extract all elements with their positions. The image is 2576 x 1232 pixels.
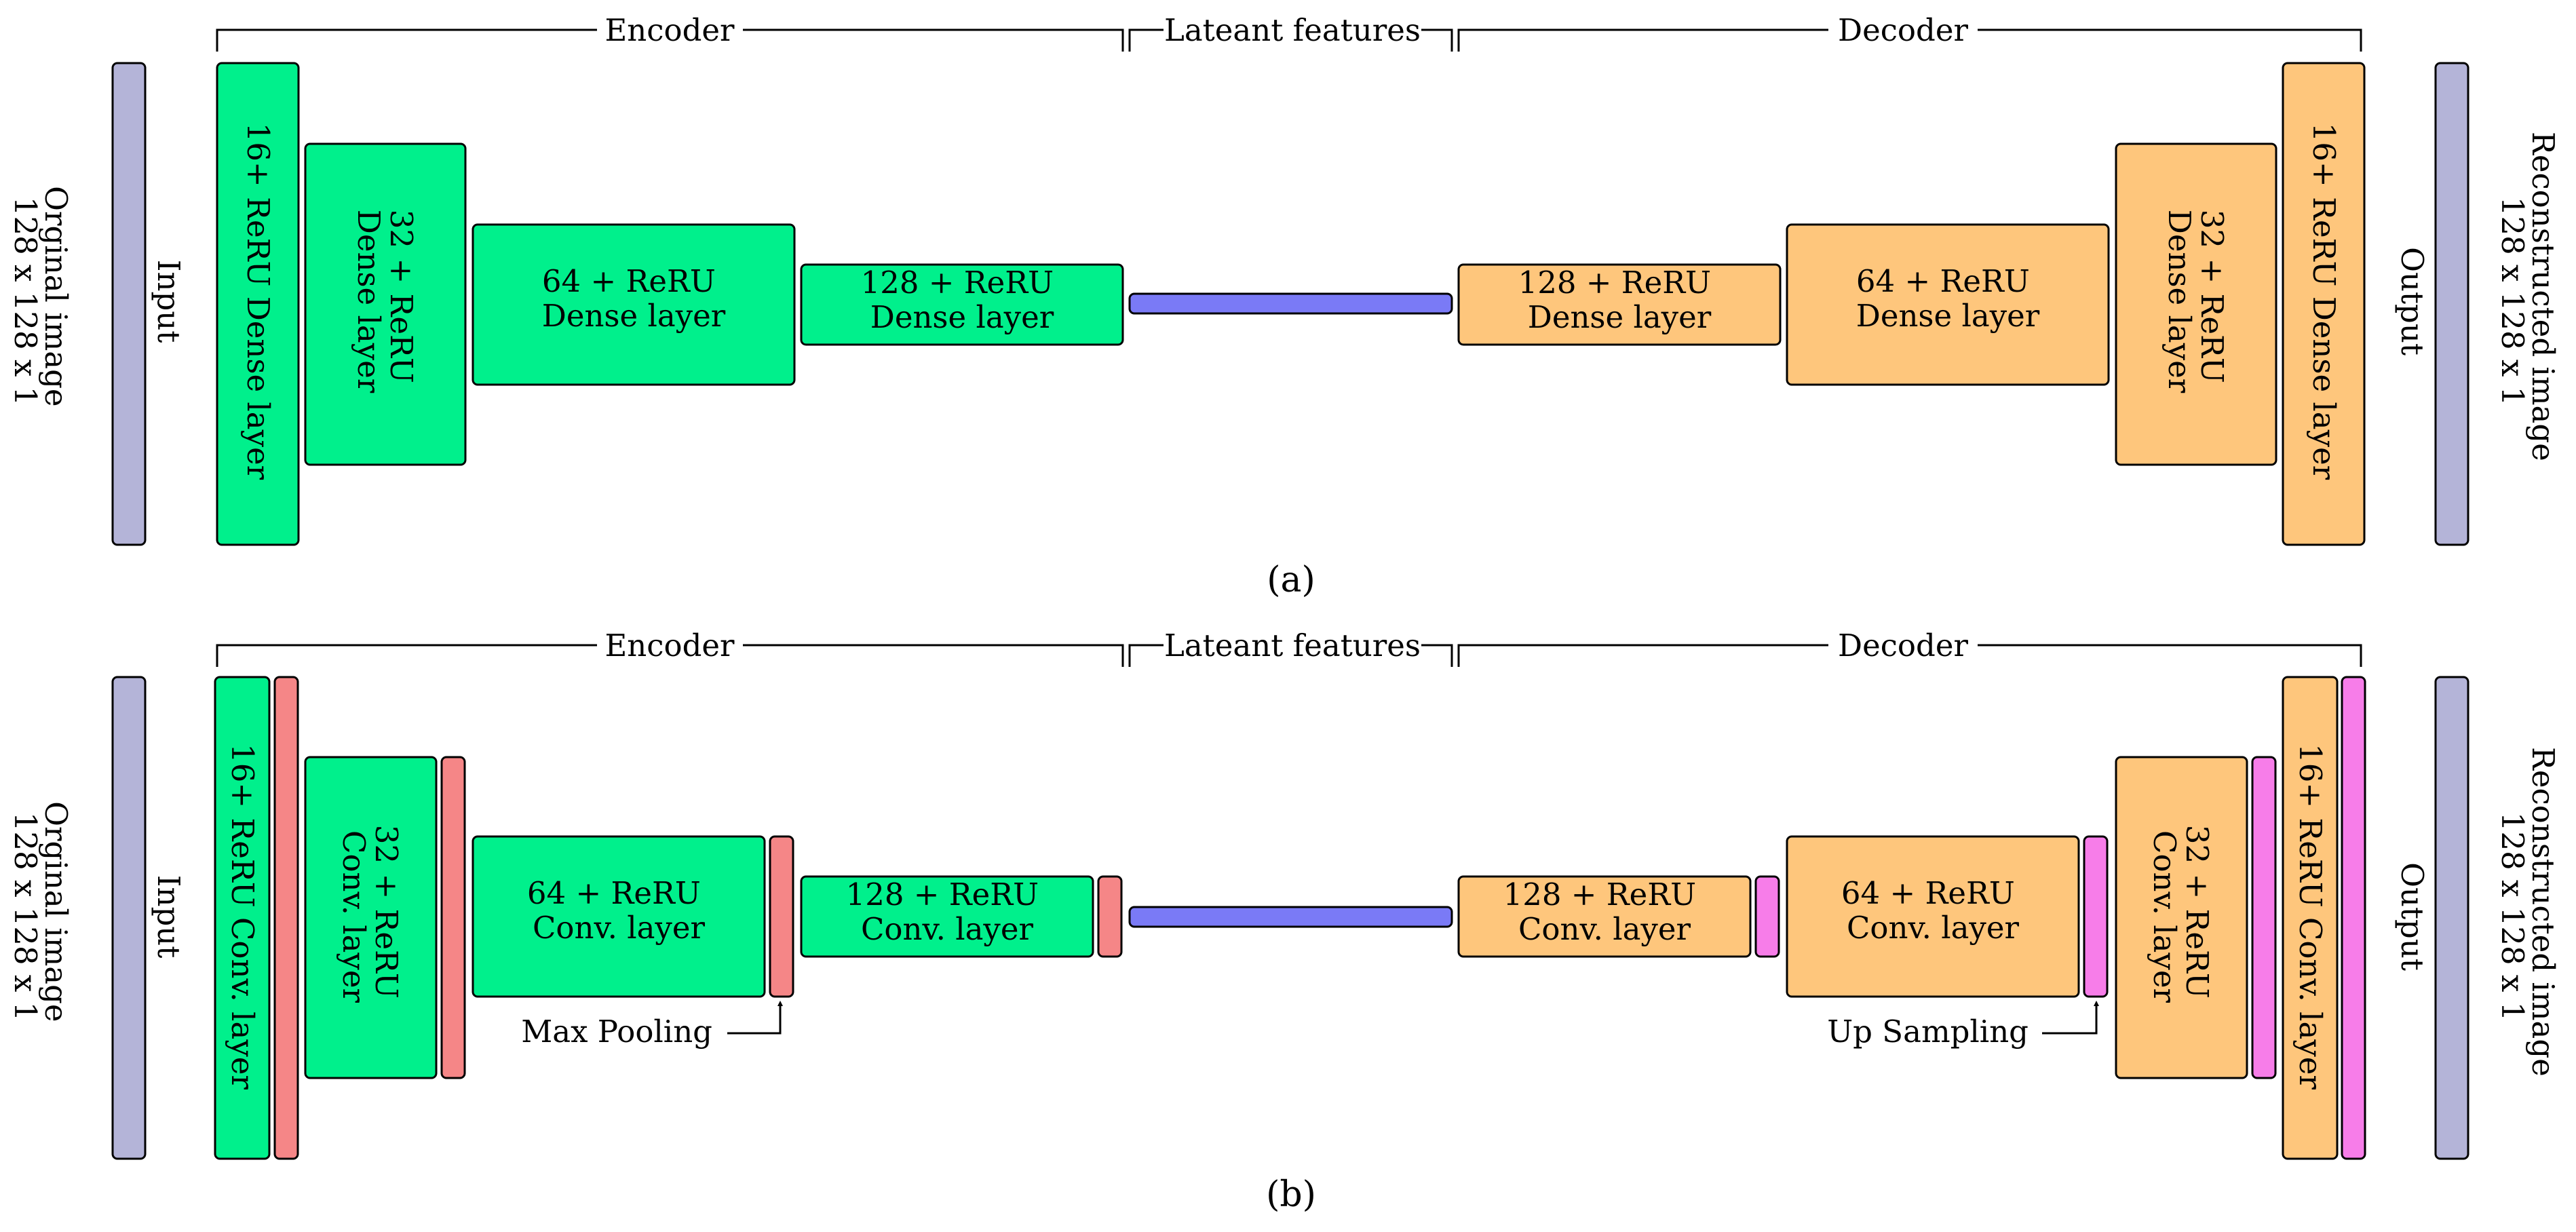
reconstructed-image-line1-a: Reconstructed image: [2525, 132, 2561, 461]
enc-layer64-b: [472, 835, 766, 998]
input-label-a: Input: [151, 260, 187, 343]
dec-layer128-b: [1457, 875, 1752, 958]
panel-b: Encoder Lateant features Decoder Orginal…: [7, 628, 2561, 1215]
enc-layer16-label-b: 16+ ReRU Conv. layer: [225, 744, 261, 1090]
up-sampling-16-b: [2341, 676, 2366, 1160]
decoder-bracket-a: [1457, 28, 2362, 52]
dec-layer32-b: [2115, 756, 2248, 1079]
max-pooling-label: Max Pooling: [521, 1014, 712, 1050]
latent-bar-a: [1128, 292, 1453, 315]
latent-bar-b: [1128, 906, 1453, 928]
section-brackets-a: [216, 28, 2362, 52]
latent-bracket-a: [1128, 28, 1453, 52]
caption-b: (b): [1266, 1174, 1316, 1215]
dec-layer128-label-a: 128 + ReRU Dense layer: [1518, 265, 1721, 335]
enc-layer128-b: [800, 875, 1094, 958]
enc-layer64-a: [472, 223, 796, 386]
up-sampling-arrow: [2042, 1001, 2099, 1035]
dec-layer16-b: [2282, 676, 2339, 1160]
max-pooling-16-b: [273, 676, 299, 1160]
max-pooling-64-b: [769, 835, 794, 998]
dec-layer16-label-b: 16+ ReRU Conv. layer: [2292, 744, 2328, 1090]
original-image-line1-b: Orginal image: [38, 801, 74, 1022]
latent-title-a: Lateant features: [1164, 12, 1421, 48]
encoder-bracket-b: [216, 644, 1124, 667]
up-sampling-64-b: [2083, 835, 2109, 998]
dec-layer32-label-a: 32 + ReRU Dense layer: [2161, 210, 2230, 393]
enc-layer64-label-a: 64 + ReRU Dense layer: [542, 263, 726, 334]
dec-layer16-label-a: 16+ ReRU Dense layer: [2306, 123, 2342, 480]
caption-a: (a): [1267, 560, 1315, 600]
decoder-title-a: Decoder: [1838, 12, 1968, 48]
dec-layer32-label-b: 32 + ReRU Conv. layer: [2147, 825, 2215, 1008]
original-image-line1-a: Orginal image: [38, 186, 74, 406]
dec-layer64-label-a: 64 + ReRU Dense layer: [1856, 263, 2040, 334]
reconstructed-image-line2-b: 128 x 128 x 1: [2495, 812, 2531, 1021]
encoder-title-a: Encoder: [604, 12, 735, 48]
reconstructed-image-line2-a: 128 x 128 x 1: [2495, 197, 2531, 406]
enc-layer16-label-a: 16+ ReRU Dense layer: [240, 123, 276, 480]
panel-a: Encoder Lateant features Decoder Orginal…: [7, 12, 2561, 600]
enc-layer16-a: [216, 62, 300, 546]
reconstructed-image-caption-b: Reconstructed image 128 x 128 x 1: [2495, 747, 2561, 1086]
enc-layer64-label-b: 64 + ReRU Conv. layer: [527, 875, 710, 946]
enc-layer128-label-a: 128 + ReRU Dense layer: [861, 265, 1064, 335]
max-pooling-32-b: [440, 756, 466, 1079]
input-bar-b: [111, 676, 147, 1160]
original-image-caption-a: Orginal image 128 x 128 x 1: [7, 186, 74, 417]
section-brackets-b: [216, 644, 2362, 667]
enc-layer32-label-b: 32 + ReRU Conv. layer: [336, 825, 404, 1008]
encoder-bracket-a: [216, 28, 1124, 52]
output-bar-b: [2434, 676, 2469, 1160]
latent-bracket-b: [1128, 644, 1453, 667]
max-pooling-arrow: [727, 1001, 783, 1035]
output-label-a: Output: [2394, 247, 2430, 355]
dec-layer128-label-b: 128 + ReRU Conv. layer: [1503, 877, 1706, 947]
up-sampling-128-b: [1754, 875, 1780, 958]
max-pooling-128-b: [1097, 875, 1123, 958]
enc-layer16-b: [214, 676, 271, 1160]
input-bar-a: [111, 62, 147, 546]
decoder-bracket-b: [1457, 644, 2362, 667]
dec-layer32-a: [2115, 142, 2277, 466]
decoder-title-b: Decoder: [1838, 628, 1968, 663]
enc-layer128-a: [800, 263, 1124, 346]
output-bar-a: [2434, 62, 2469, 546]
dec-layer16-a: [2282, 62, 2366, 546]
dec-layer64-label-b: 64 + ReRU Conv. layer: [1841, 875, 2024, 946]
up-sampling-label: Up Sampling: [1827, 1014, 2029, 1050]
enc-layer32-label-a: 32 + ReRU Dense layer: [351, 210, 419, 393]
enc-layer128-label-b: 128 + ReRU Conv. layer: [846, 877, 1049, 947]
original-image-caption-b: Orginal image 128 x 128 x 1: [7, 801, 74, 1032]
original-image-line2-a: 128 x 128 x 1: [7, 197, 43, 406]
input-label-b: Input: [151, 875, 187, 959]
enc-layer32-b: [304, 756, 438, 1079]
output-label-b: Output: [2394, 862, 2430, 971]
reconstructed-image-caption-a: Reconstructed image 128 x 128 x 1: [2495, 132, 2561, 471]
up-sampling-32-b: [2251, 756, 2277, 1079]
dec-layer64-b: [1786, 835, 2080, 998]
original-image-line2-b: 128 x 128 x 1: [7, 812, 43, 1021]
latent-title-b: Lateant features: [1164, 628, 1421, 663]
dec-layer128-a: [1457, 263, 1782, 346]
reconstructed-image-line1-b: Reconstructed image: [2525, 747, 2561, 1077]
enc-layer32-a: [304, 142, 467, 466]
encoder-title-b: Encoder: [604, 628, 735, 663]
dec-layer64-a: [1786, 223, 2110, 386]
